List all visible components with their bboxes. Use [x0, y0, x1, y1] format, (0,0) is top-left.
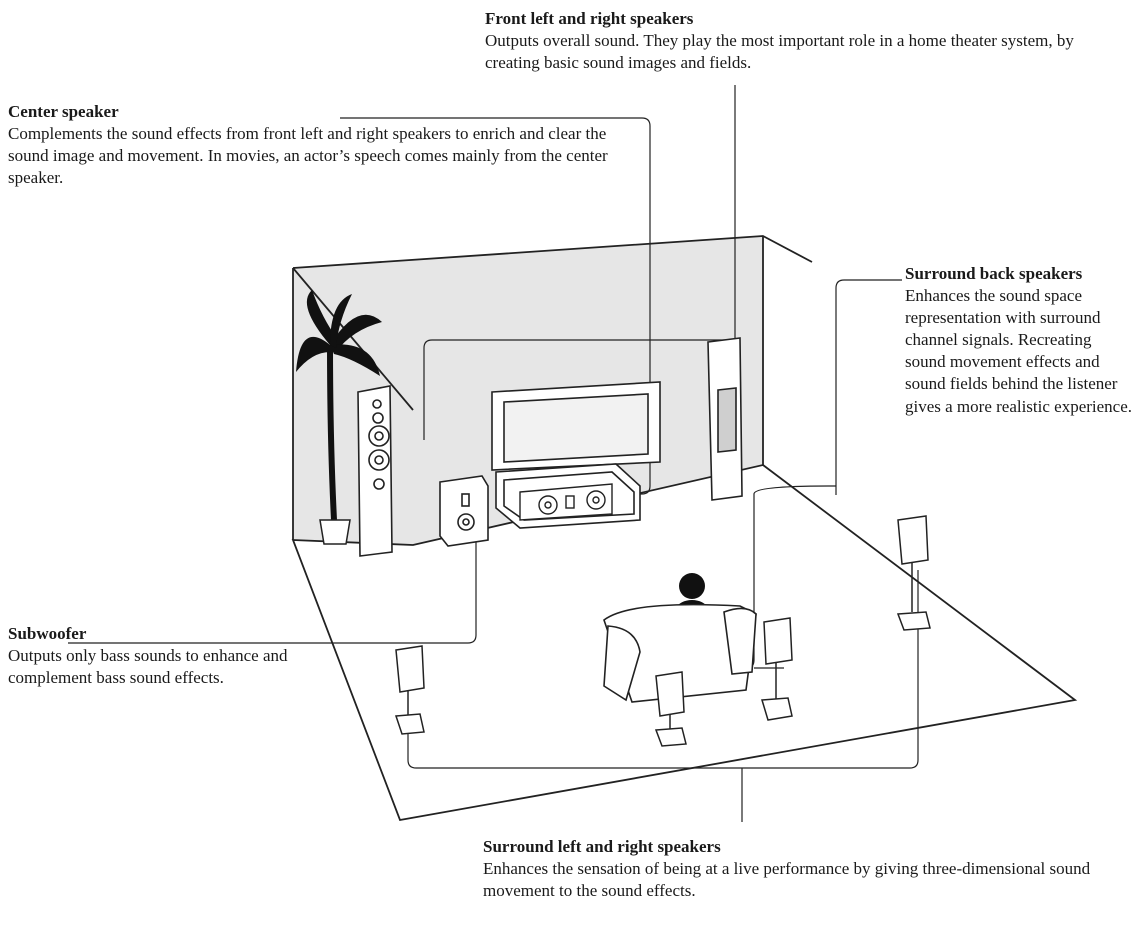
subwoofer-illustration — [439, 475, 489, 547]
surround-speakers-description: Enhances the sensation of being at a liv… — [483, 859, 1091, 901]
surround-back-speakers-title: Surround back speakers — [905, 264, 1083, 283]
subwoofer-description: Outputs only bass sounds to enhance and … — [8, 646, 288, 688]
center-speaker-label: Center speaker Complements the sound eff… — [8, 101, 628, 189]
front-speakers-description: Outputs overall sound. They play the mos… — [485, 31, 1074, 73]
palm-plant-illustration — [296, 290, 382, 545]
subwoofer-title: Subwoofer — [8, 624, 87, 643]
front-speakers-label: Front left and right speakers Outputs ov… — [485, 8, 1125, 74]
surround-back-speakers-label: Surround back speakers Enhances the soun… — [905, 263, 1135, 418]
center-speaker-description: Complements the sound effects from front… — [8, 124, 608, 188]
surround-right-speaker-illustration — [761, 617, 793, 721]
center-speaker-title: Center speaker — [8, 102, 119, 121]
center-speaker-illustration — [519, 483, 613, 521]
front-left-speaker-illustration — [357, 385, 393, 557]
front-speakers-title: Front left and right speakers — [485, 9, 694, 28]
sofa-illustration — [603, 603, 757, 703]
front-right-speaker-illustration — [707, 337, 743, 501]
surround-back-speakers-description: Enhances the sound space representation … — [905, 286, 1133, 416]
surround-speakers-label: Surround left and right speakers Enhance… — [483, 836, 1133, 902]
surround-speakers-title: Surround left and right speakers — [483, 837, 721, 856]
surround-back-right-speaker-illustration — [896, 515, 931, 631]
subwoofer-label: Subwoofer Outputs only bass sounds to en… — [8, 623, 308, 689]
callout-lines — [68, 85, 919, 822]
surround-left-speaker-illustration — [394, 645, 425, 735]
surround-back-left-speaker-illustration — [654, 671, 687, 747]
